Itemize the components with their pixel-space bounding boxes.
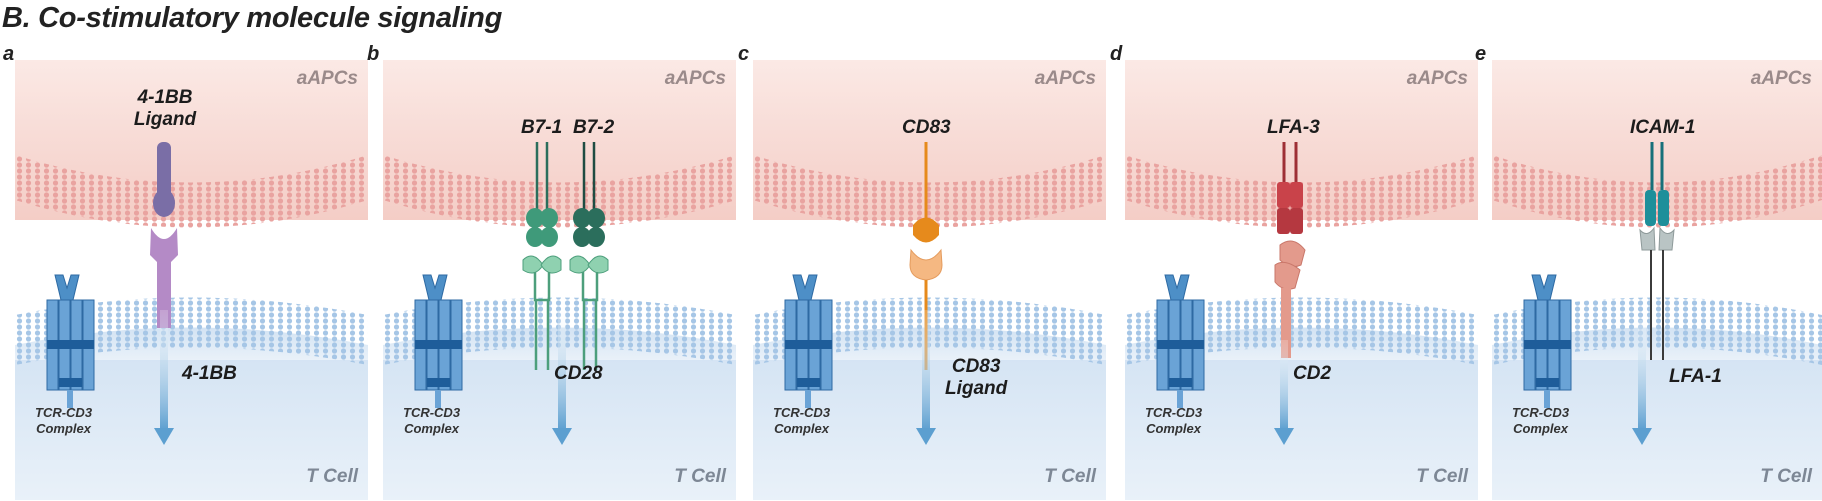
tcell-label: T Cell bbox=[1044, 466, 1096, 487]
signal-arrow-shaft bbox=[558, 310, 566, 430]
tcr-cd3-complex bbox=[46, 274, 95, 408]
lfa-3-label: LFA-3 bbox=[1267, 117, 1320, 138]
signal-arrow-shaft bbox=[1280, 340, 1288, 430]
panel-a-diagram bbox=[15, 60, 368, 500]
tcell-label: T Cell bbox=[1416, 466, 1468, 487]
b7-2-label: B7-2 bbox=[573, 117, 615, 138]
tcell-membrane bbox=[1125, 297, 1478, 365]
signal-arrow-shaft bbox=[1638, 320, 1646, 430]
signal-arrow-head bbox=[552, 428, 572, 445]
apc-label: aAPCs bbox=[1406, 68, 1468, 89]
lfa-3-ligand bbox=[1277, 142, 1303, 234]
panel-letter-c: c bbox=[738, 43, 750, 65]
figure-title: B. Co-stimulatory molecule signaling bbox=[2, 2, 502, 34]
panel-c-diagram bbox=[753, 60, 1106, 500]
tcr-cd3-complex bbox=[414, 274, 463, 408]
tcr-cd3-complex bbox=[784, 274, 833, 408]
apc-label: aAPCs bbox=[664, 68, 726, 89]
icam-1-ligand bbox=[1645, 142, 1669, 226]
icam-1-label: ICAM-1 bbox=[1630, 117, 1696, 138]
b7-1-ligand bbox=[535, 142, 549, 210]
cd28-transmembrane bbox=[533, 272, 599, 370]
lfa-1-receptor bbox=[1639, 226, 1675, 360]
b7-2-ligand bbox=[582, 142, 596, 210]
signal-arrow-shaft bbox=[922, 310, 930, 430]
b7-1-label: B7-1 bbox=[521, 117, 563, 138]
b7-1-domains bbox=[526, 208, 558, 247]
tcr-cd3-complex bbox=[1156, 274, 1205, 408]
signal-arrow-head bbox=[1274, 428, 1294, 445]
cd2-receptor bbox=[1274, 240, 1306, 358]
cd83-ligand bbox=[913, 142, 939, 243]
panel-e-diagram bbox=[1492, 60, 1822, 500]
cd2-label: CD2 bbox=[1293, 363, 1332, 384]
tcell-membrane bbox=[1492, 297, 1822, 365]
tcell-membrane bbox=[15, 297, 368, 365]
cd28-label: CD28 bbox=[554, 363, 603, 384]
panel-letter-a: a bbox=[3, 43, 15, 65]
4-1bb-label: 4-1BB bbox=[182, 363, 237, 384]
tcell-label: T Cell bbox=[674, 466, 726, 487]
apc-membrane bbox=[753, 155, 1106, 228]
apc-membrane bbox=[1492, 155, 1822, 228]
panel-letter-b: b bbox=[367, 43, 380, 65]
cd83-label: CD83 bbox=[902, 117, 951, 138]
apc-label: aAPCs bbox=[296, 68, 358, 89]
apc-membrane bbox=[15, 155, 368, 228]
lfa-1-label: LFA-1 bbox=[1669, 366, 1722, 387]
signal-arrow-head bbox=[916, 428, 936, 445]
signal-arrow-head bbox=[1632, 428, 1652, 445]
panel-letter-e: e bbox=[1475, 43, 1487, 65]
apc-label: aAPCs bbox=[1034, 68, 1096, 89]
tcell-label: T Cell bbox=[306, 466, 358, 487]
cd28-receptor bbox=[522, 255, 609, 274]
panel-d-diagram bbox=[1125, 60, 1478, 500]
panel-letter-d: d bbox=[1110, 43, 1123, 65]
signal-arrow-shaft bbox=[160, 310, 168, 430]
b7-2-domains bbox=[573, 208, 605, 247]
tcr-cd3-complex bbox=[1523, 274, 1572, 408]
4-1bb-ligand bbox=[153, 142, 175, 217]
apc-membrane bbox=[383, 155, 736, 228]
tcell-label: T Cell bbox=[1760, 466, 1812, 487]
apc-label: aAPCs bbox=[1750, 68, 1812, 89]
signal-arrow-head bbox=[154, 428, 174, 445]
panel-b-diagram bbox=[383, 60, 736, 500]
